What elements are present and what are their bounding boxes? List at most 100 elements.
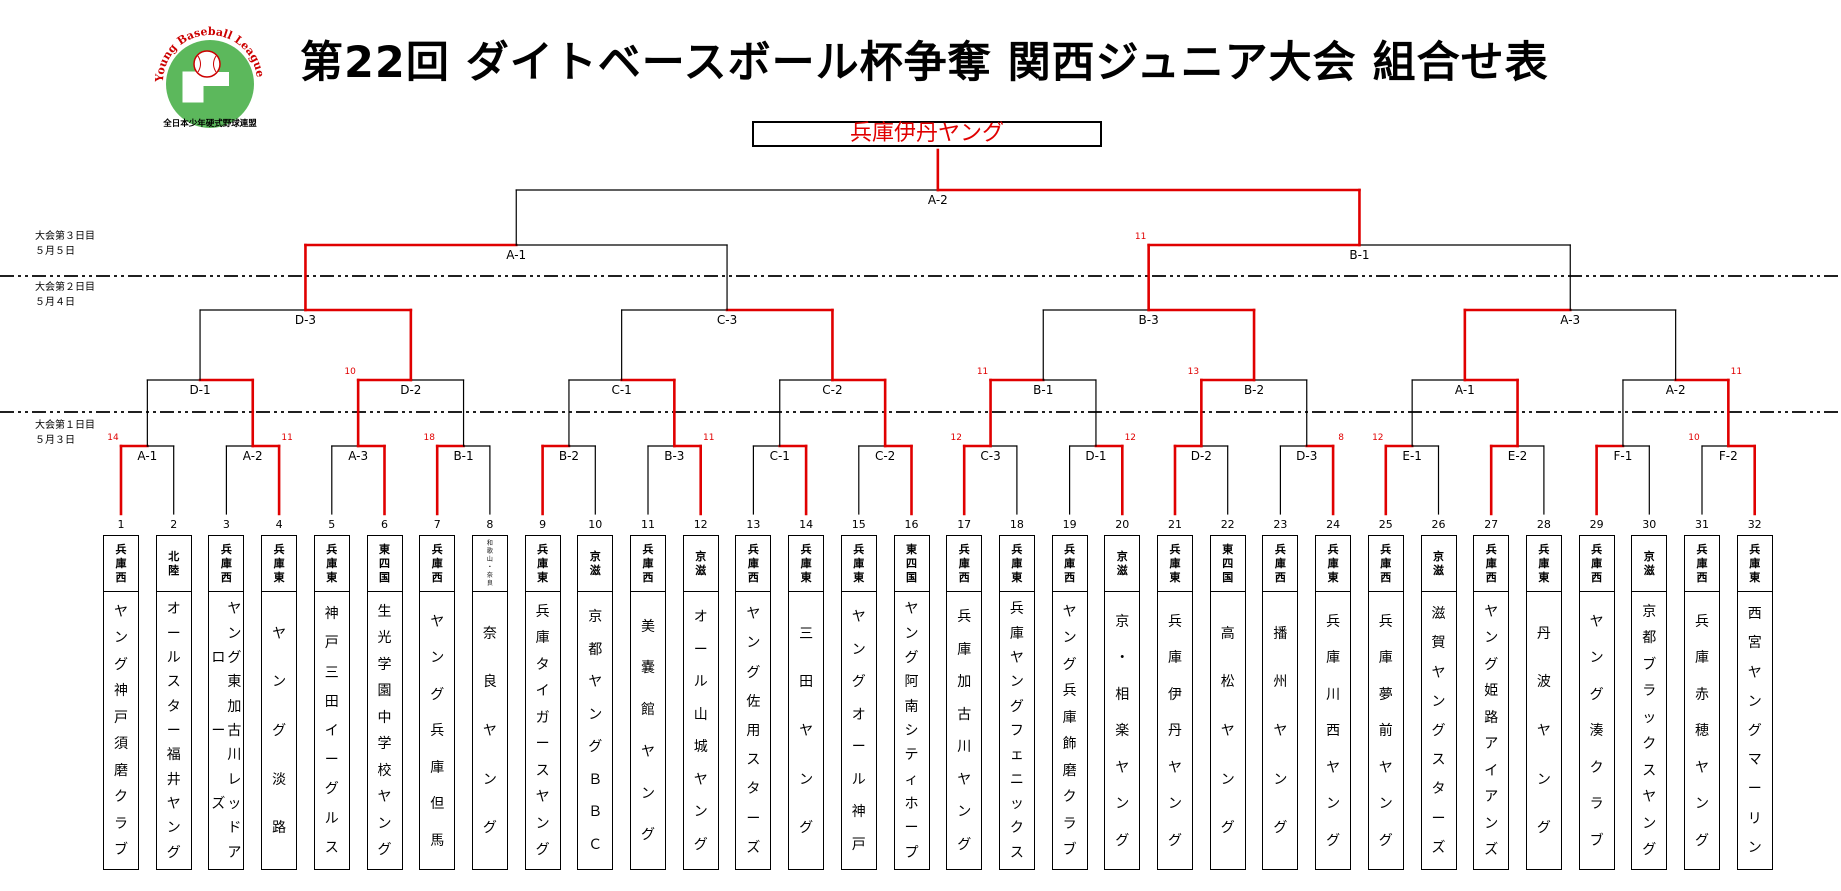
- team-card: 兵庫西美嚢館ヤング: [630, 535, 666, 870]
- team-region: 兵庫西: [736, 536, 771, 592]
- team-card: 兵庫東兵庫伊丹ヤング: [1157, 535, 1193, 870]
- day-label-3: 大会第３日目 ５月５日: [35, 229, 95, 259]
- team-card: 和歌山・奈良奈良ヤング: [471, 535, 508, 870]
- team-region: 兵庫西: [1579, 536, 1614, 592]
- team-region: 兵庫西: [1368, 536, 1403, 592]
- team-number: 4: [275, 518, 283, 531]
- team-name: 播州ヤング: [1273, 625, 1288, 837]
- team-number: 6: [381, 518, 388, 531]
- team-number: 13: [746, 518, 761, 531]
- match-label: B-3: [664, 449, 684, 463]
- match-label: A-3: [1560, 313, 1580, 327]
- match-label: A-1: [137, 449, 157, 463]
- day-label-1: 大会第１日目 ５月３日: [35, 418, 95, 448]
- team-region: 兵庫東: [841, 536, 876, 592]
- match-label: A-2: [243, 449, 263, 463]
- team-card: 兵庫東ヤングオール神戸: [840, 535, 877, 870]
- team-region: 和歌山・奈良: [472, 536, 507, 592]
- day-label-2-line1: 大会第２日目: [35, 282, 95, 293]
- team-name: 兵庫加古川ヤング: [957, 609, 972, 853]
- match-label: A-1: [1455, 383, 1475, 397]
- team-card: 北陸オールスター福井ヤング: [155, 535, 192, 870]
- match-score: 11: [281, 433, 292, 443]
- team-region: 兵庫西: [1052, 536, 1087, 592]
- match-label: C-1: [770, 449, 790, 463]
- match-label: C-1: [611, 383, 631, 397]
- logo-ball-icon: [193, 50, 221, 78]
- team-number: 23: [1273, 518, 1288, 531]
- match-label: B-1: [453, 449, 473, 463]
- team-name: 西宮ヤングマーリン: [1747, 606, 1762, 856]
- team-name: 兵庫夢前ヤング: [1378, 613, 1393, 849]
- team-card: 兵庫西ヤング佐用スターズ: [735, 535, 772, 870]
- team-name: オール山城ヤング: [693, 609, 708, 853]
- match-score: 14: [107, 433, 119, 443]
- team-name: 奈良ヤング: [482, 625, 497, 837]
- match-label: D-2: [400, 383, 421, 397]
- match-label: A-1: [506, 248, 526, 262]
- match-score: 12: [950, 433, 961, 443]
- match-label: A-2: [1666, 383, 1686, 397]
- team-region: 東四国: [894, 536, 929, 592]
- team-number: 2: [170, 518, 178, 531]
- team-card: 兵庫西ヤング兵庫但馬: [419, 535, 456, 870]
- team-name: ヤング姫路アイアンズ: [1484, 603, 1499, 859]
- match-label: C-3: [980, 449, 1000, 463]
- team-number: 28: [1536, 518, 1551, 531]
- team-name: 美嚢館ヤング: [641, 618, 655, 844]
- team-number: 16: [904, 518, 919, 531]
- league-logo: Young Baseball League 全日本少年硬式野球連盟: [153, 25, 267, 129]
- team-name: 兵庫ヤングフェニックス: [1009, 601, 1024, 861]
- match-label: A-2: [928, 193, 948, 207]
- day-label-2: 大会第２日目 ５月４日: [35, 280, 95, 310]
- team-region: 兵庫西: [631, 536, 665, 592]
- match-label: B-2: [559, 449, 579, 463]
- team-card: 京滋滋賀ヤングスターズ: [1420, 535, 1457, 870]
- team-number: 10: [588, 518, 603, 531]
- match-label: B-2: [1244, 383, 1264, 397]
- team-card: 兵庫西兵庫夢前ヤング: [1367, 535, 1404, 870]
- day-label-2-line2: ５月４日: [35, 297, 75, 308]
- team-card: 兵庫東兵庫ヤングフェニックス: [998, 535, 1035, 870]
- team-number: 22: [1220, 518, 1235, 531]
- team-number: 11: [641, 518, 655, 531]
- match-label: D-1: [189, 383, 210, 397]
- match-score: 11: [1135, 232, 1146, 242]
- team-card: 京滋京・相楽ヤング: [1104, 535, 1141, 870]
- team-number: 12: [693, 518, 708, 531]
- match-score: 12: [1125, 433, 1136, 443]
- team-number: 8: [486, 518, 494, 531]
- team-region: 兵庫東: [789, 536, 824, 592]
- team-number: 9: [539, 518, 547, 531]
- match-label: B-1: [1349, 248, 1369, 262]
- team-name: ヤング神戸須磨クラブ: [114, 603, 128, 859]
- team-card: 兵庫西ヤング神戸須磨クラブ: [103, 535, 139, 870]
- team-name: ヤング兵庫但馬: [430, 613, 445, 849]
- match-label: B-1: [1033, 383, 1053, 397]
- team-region: 兵庫東: [1316, 536, 1351, 592]
- team-number: 1: [117, 518, 125, 531]
- day-label-1-line1: 大会第１日目: [35, 420, 95, 431]
- champion-box: 兵庫伊丹ヤング: [752, 121, 1102, 147]
- team-number: 7: [433, 518, 441, 531]
- team-region: 兵庫東: [262, 536, 297, 592]
- team-number: 18: [1009, 518, 1024, 531]
- match-label: E-2: [1508, 449, 1528, 463]
- match-score: 11: [1731, 367, 1742, 377]
- team-number: 30: [1642, 518, 1657, 531]
- team-region: 兵庫西: [104, 536, 138, 592]
- match-score: 11: [703, 433, 714, 443]
- team-name: 兵庫伊丹ヤング: [1168, 613, 1182, 849]
- team-name: 京都ブラックスヤング: [1642, 603, 1657, 859]
- team-card: 東四国生光学園中学校ヤング: [366, 535, 403, 870]
- match-label: D-3: [1296, 449, 1317, 463]
- team-number: 29: [1589, 518, 1604, 531]
- team-name: ヤング東加古川レッドアローズ: [211, 601, 242, 861]
- match-label: D-2: [1191, 449, 1212, 463]
- team-number: 31: [1695, 518, 1709, 531]
- team-region: 兵庫西: [947, 536, 982, 592]
- team-name: 兵庫赤穂ヤング: [1695, 613, 1709, 849]
